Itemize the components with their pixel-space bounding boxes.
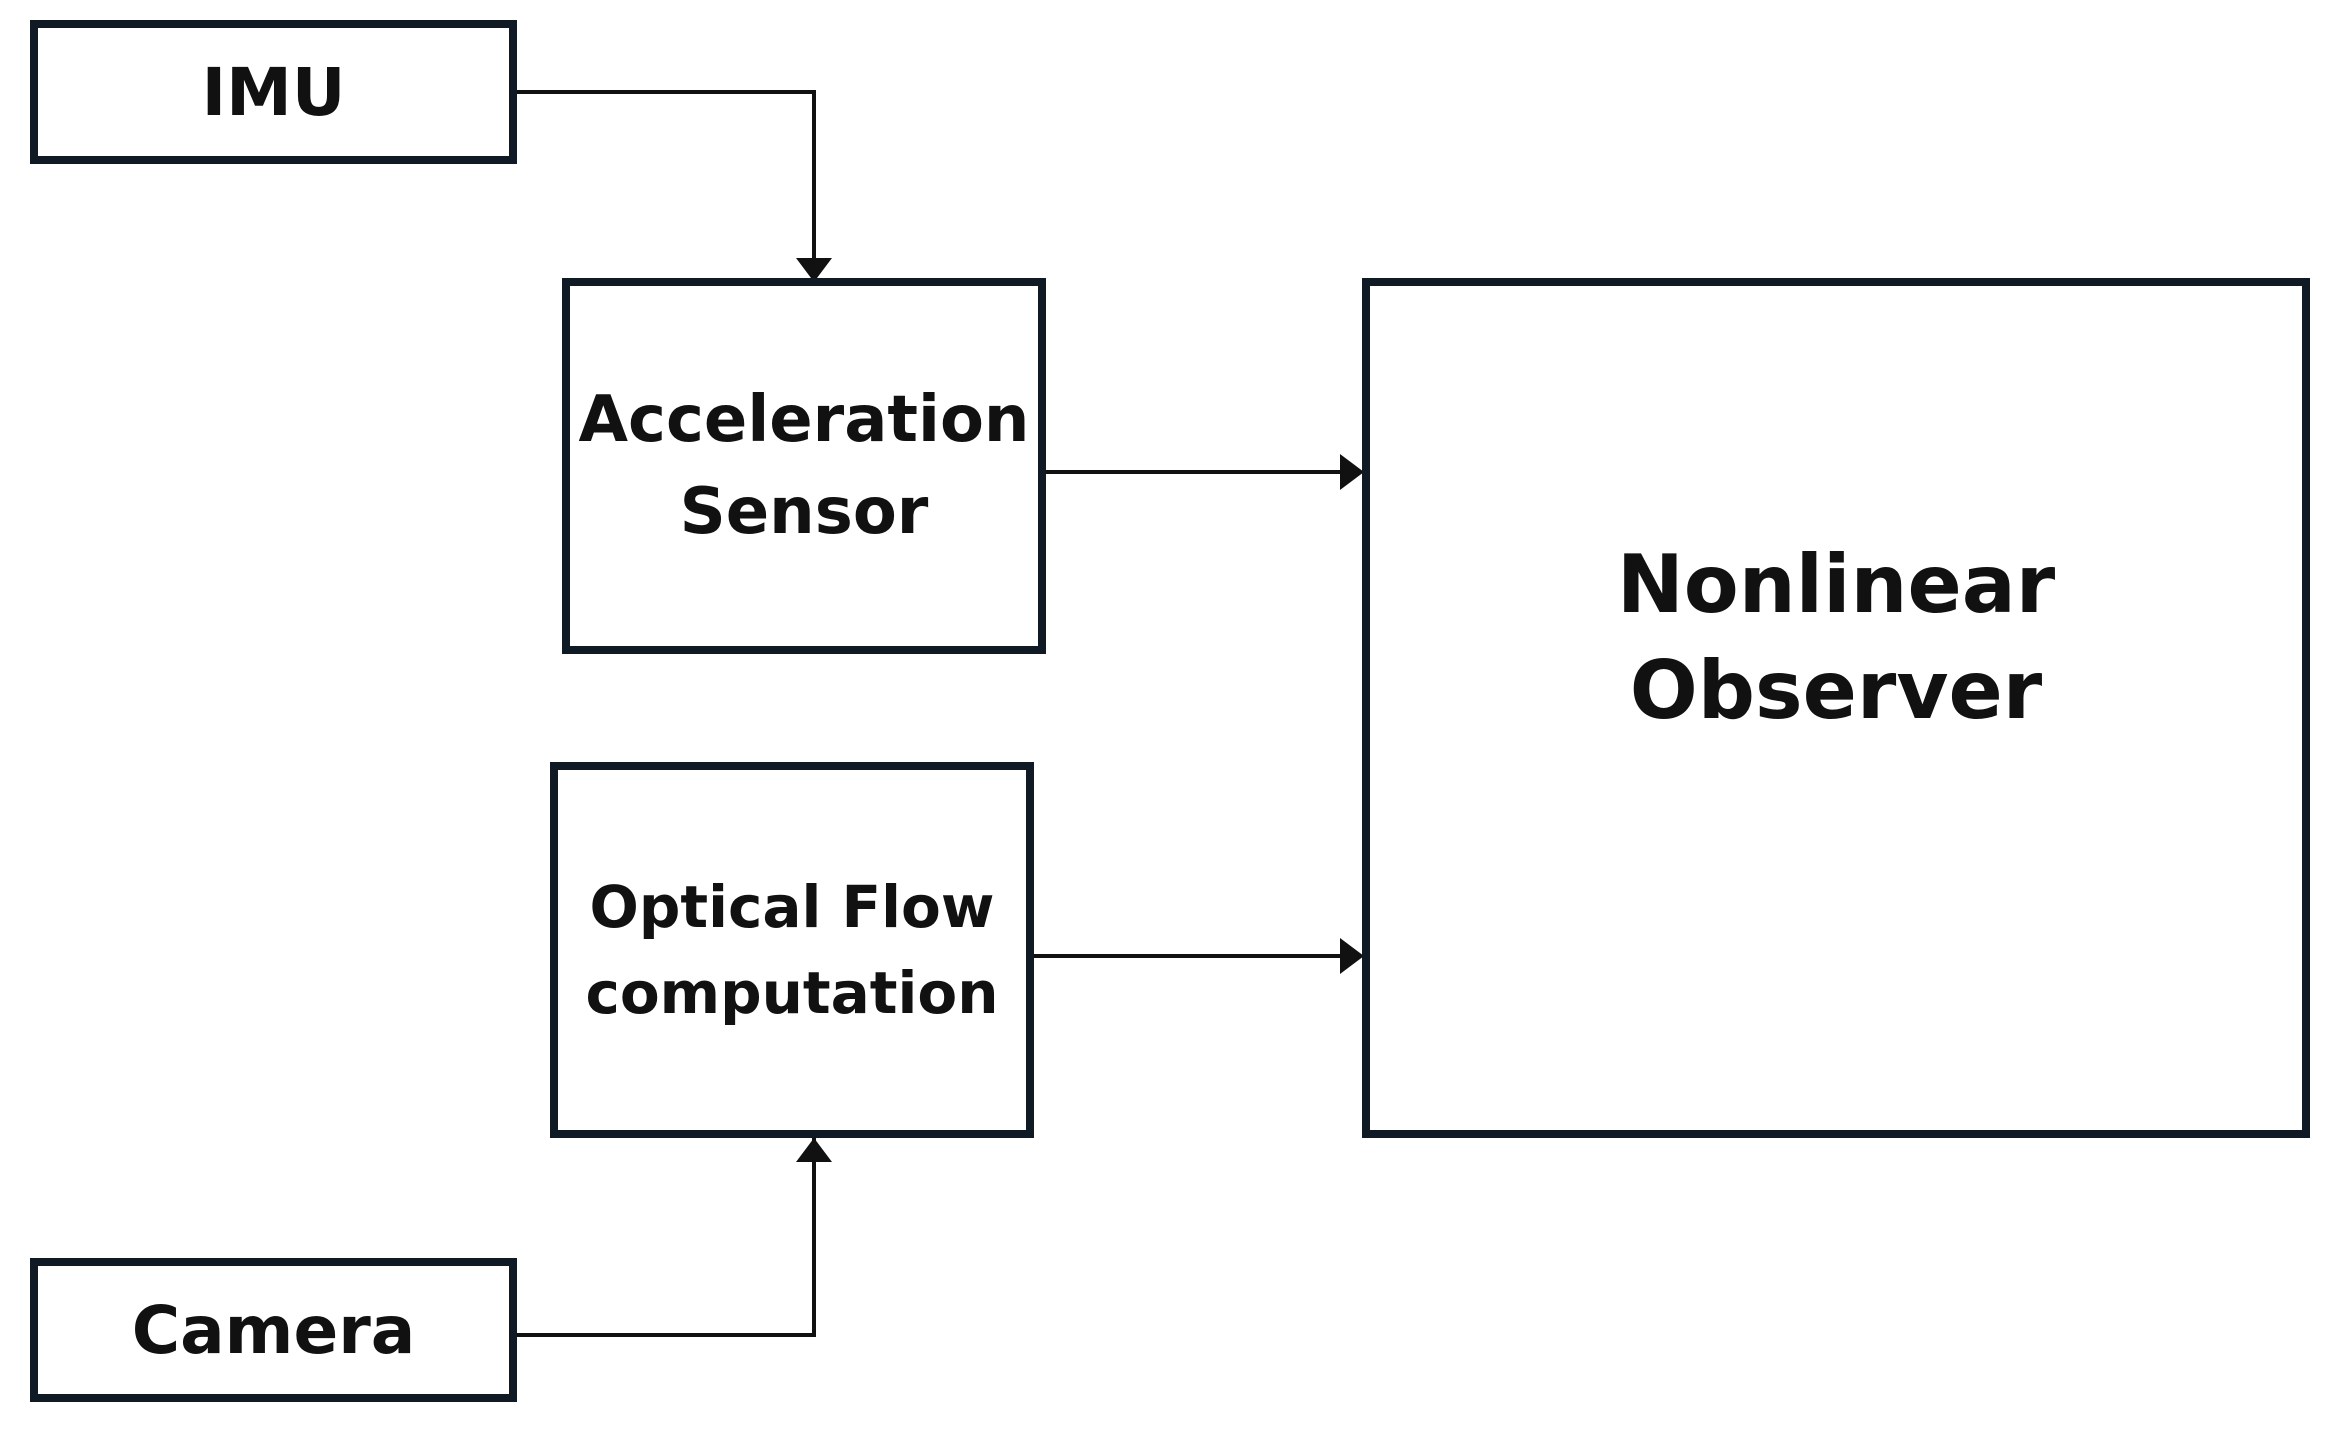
nonlinear-observer-block: Nonlinear Observer	[1362, 278, 2310, 1138]
optical-flow-label-line2: computation	[585, 959, 999, 1027]
acceleration-sensor-block: Acceleration Sensor	[562, 278, 1046, 654]
arrowhead-camera-to-optical-flow	[796, 1138, 832, 1162]
nonlinear-observer-label-line1: Nonlinear	[1616, 538, 2056, 631]
acceleration-sensor-label-line2: Sensor	[679, 475, 929, 549]
arrowhead-acceleration-sensor-to-observer	[1340, 454, 1364, 490]
arrow-imu-to-acceleration-sensor	[517, 90, 816, 278]
imu-block: IMU	[30, 20, 517, 164]
optical-flow-label-line1: Optical Flow	[589, 873, 995, 941]
arrowhead-imu-to-acceleration-sensor	[796, 258, 832, 282]
camera-label: Camera	[131, 1291, 416, 1369]
optical-flow-block: Optical Flow computation	[550, 762, 1034, 1138]
acceleration-sensor-label-line1: Acceleration	[578, 383, 1030, 457]
camera-block: Camera	[30, 1258, 517, 1402]
imu-label: IMU	[201, 53, 346, 131]
arrowhead-optical-flow-to-observer	[1340, 938, 1364, 974]
nonlinear-observer-label-line2: Observer	[1629, 644, 2043, 737]
arrow-camera-to-optical-flow	[517, 1138, 816, 1337]
